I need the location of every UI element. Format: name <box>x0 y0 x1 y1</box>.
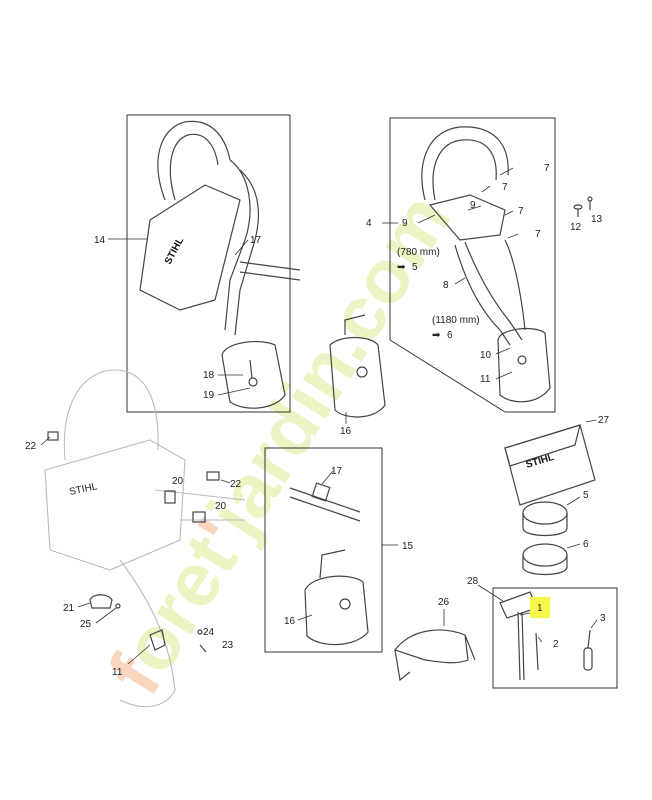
panel-harness-4 <box>382 117 556 413</box>
callout-21: 21 <box>63 603 75 614</box>
screw-12-13 <box>573 196 593 217</box>
safety-glasses-26 <box>394 609 476 682</box>
callout-26: 26 <box>438 597 450 608</box>
stihl-logo-14: STIHL <box>163 236 186 267</box>
callout-16b: 16 <box>284 616 296 627</box>
callout-8: 8 <box>443 280 449 291</box>
callout-1: 1 <box>537 603 543 614</box>
length-note-780: (780 mm) <box>397 247 440 258</box>
callout-12: 12 <box>570 222 582 233</box>
callout-4: 4 <box>366 218 372 229</box>
callout-13: 13 <box>591 214 603 225</box>
callout-17b: 17 <box>331 466 343 477</box>
ref-note-5: 5 <box>412 262 418 273</box>
callout-16a: 16 <box>340 426 352 437</box>
callout-7b: 7 <box>502 182 508 193</box>
callout-11b: 11 <box>112 667 123 678</box>
callout-23: 23 <box>222 640 234 651</box>
strap-5 <box>522 496 581 537</box>
callout-20b: 20 <box>215 501 227 512</box>
callout-6: 6 <box>583 539 589 550</box>
hip-pad-16 <box>329 314 386 418</box>
callout-20a: 20 <box>172 476 184 487</box>
callout-3: 3 <box>600 613 606 624</box>
strap-6 <box>522 543 581 576</box>
callout-2: 2 <box>553 639 559 650</box>
tool-kit-panel <box>477 584 618 689</box>
callout-24: 24 <box>203 627 215 638</box>
callout-17a: 17 <box>250 235 262 246</box>
callout-22b: 22 <box>230 479 242 490</box>
callout-15: 15 <box>402 541 414 552</box>
callout-10: 10 <box>480 350 492 361</box>
callout-19: 19 <box>203 390 215 401</box>
callout-18: 18 <box>203 370 215 381</box>
ref-note-6: 6 <box>447 330 453 341</box>
stihl-logo-faint: STIHL <box>68 481 98 498</box>
callout-7c: 7 <box>518 206 524 217</box>
arrow-icon: ➡ <box>397 262 406 273</box>
callout-27: 27 <box>598 415 610 426</box>
callout-25: 25 <box>80 619 92 630</box>
callout-28: 28 <box>467 576 479 587</box>
callout-7a: 7 <box>544 163 550 174</box>
callout-11a: 11 <box>480 374 491 385</box>
callout-9a: 9 <box>402 218 408 229</box>
arrow-icon: ➡ <box>432 330 441 341</box>
faint-harness: STIHL <box>44 369 246 708</box>
callout-22a: 22 <box>25 441 37 452</box>
length-note-1180: (1180 mm) <box>432 315 480 326</box>
panel-15 <box>264 447 398 653</box>
callout-14: 14 <box>94 235 106 246</box>
callout-9b: 9 <box>470 200 476 211</box>
svg-text:foret'jardin.com: foret'jardin.com <box>92 179 467 709</box>
panel-harness-14: STIHL <box>108 114 301 413</box>
callout-7d: 7 <box>535 229 541 240</box>
callout-5: 5 <box>583 490 589 501</box>
stihl-logo-bag: STIHL <box>525 452 556 471</box>
highlight-box <box>530 597 550 618</box>
watermark: foret'jardin.com <box>92 179 467 709</box>
